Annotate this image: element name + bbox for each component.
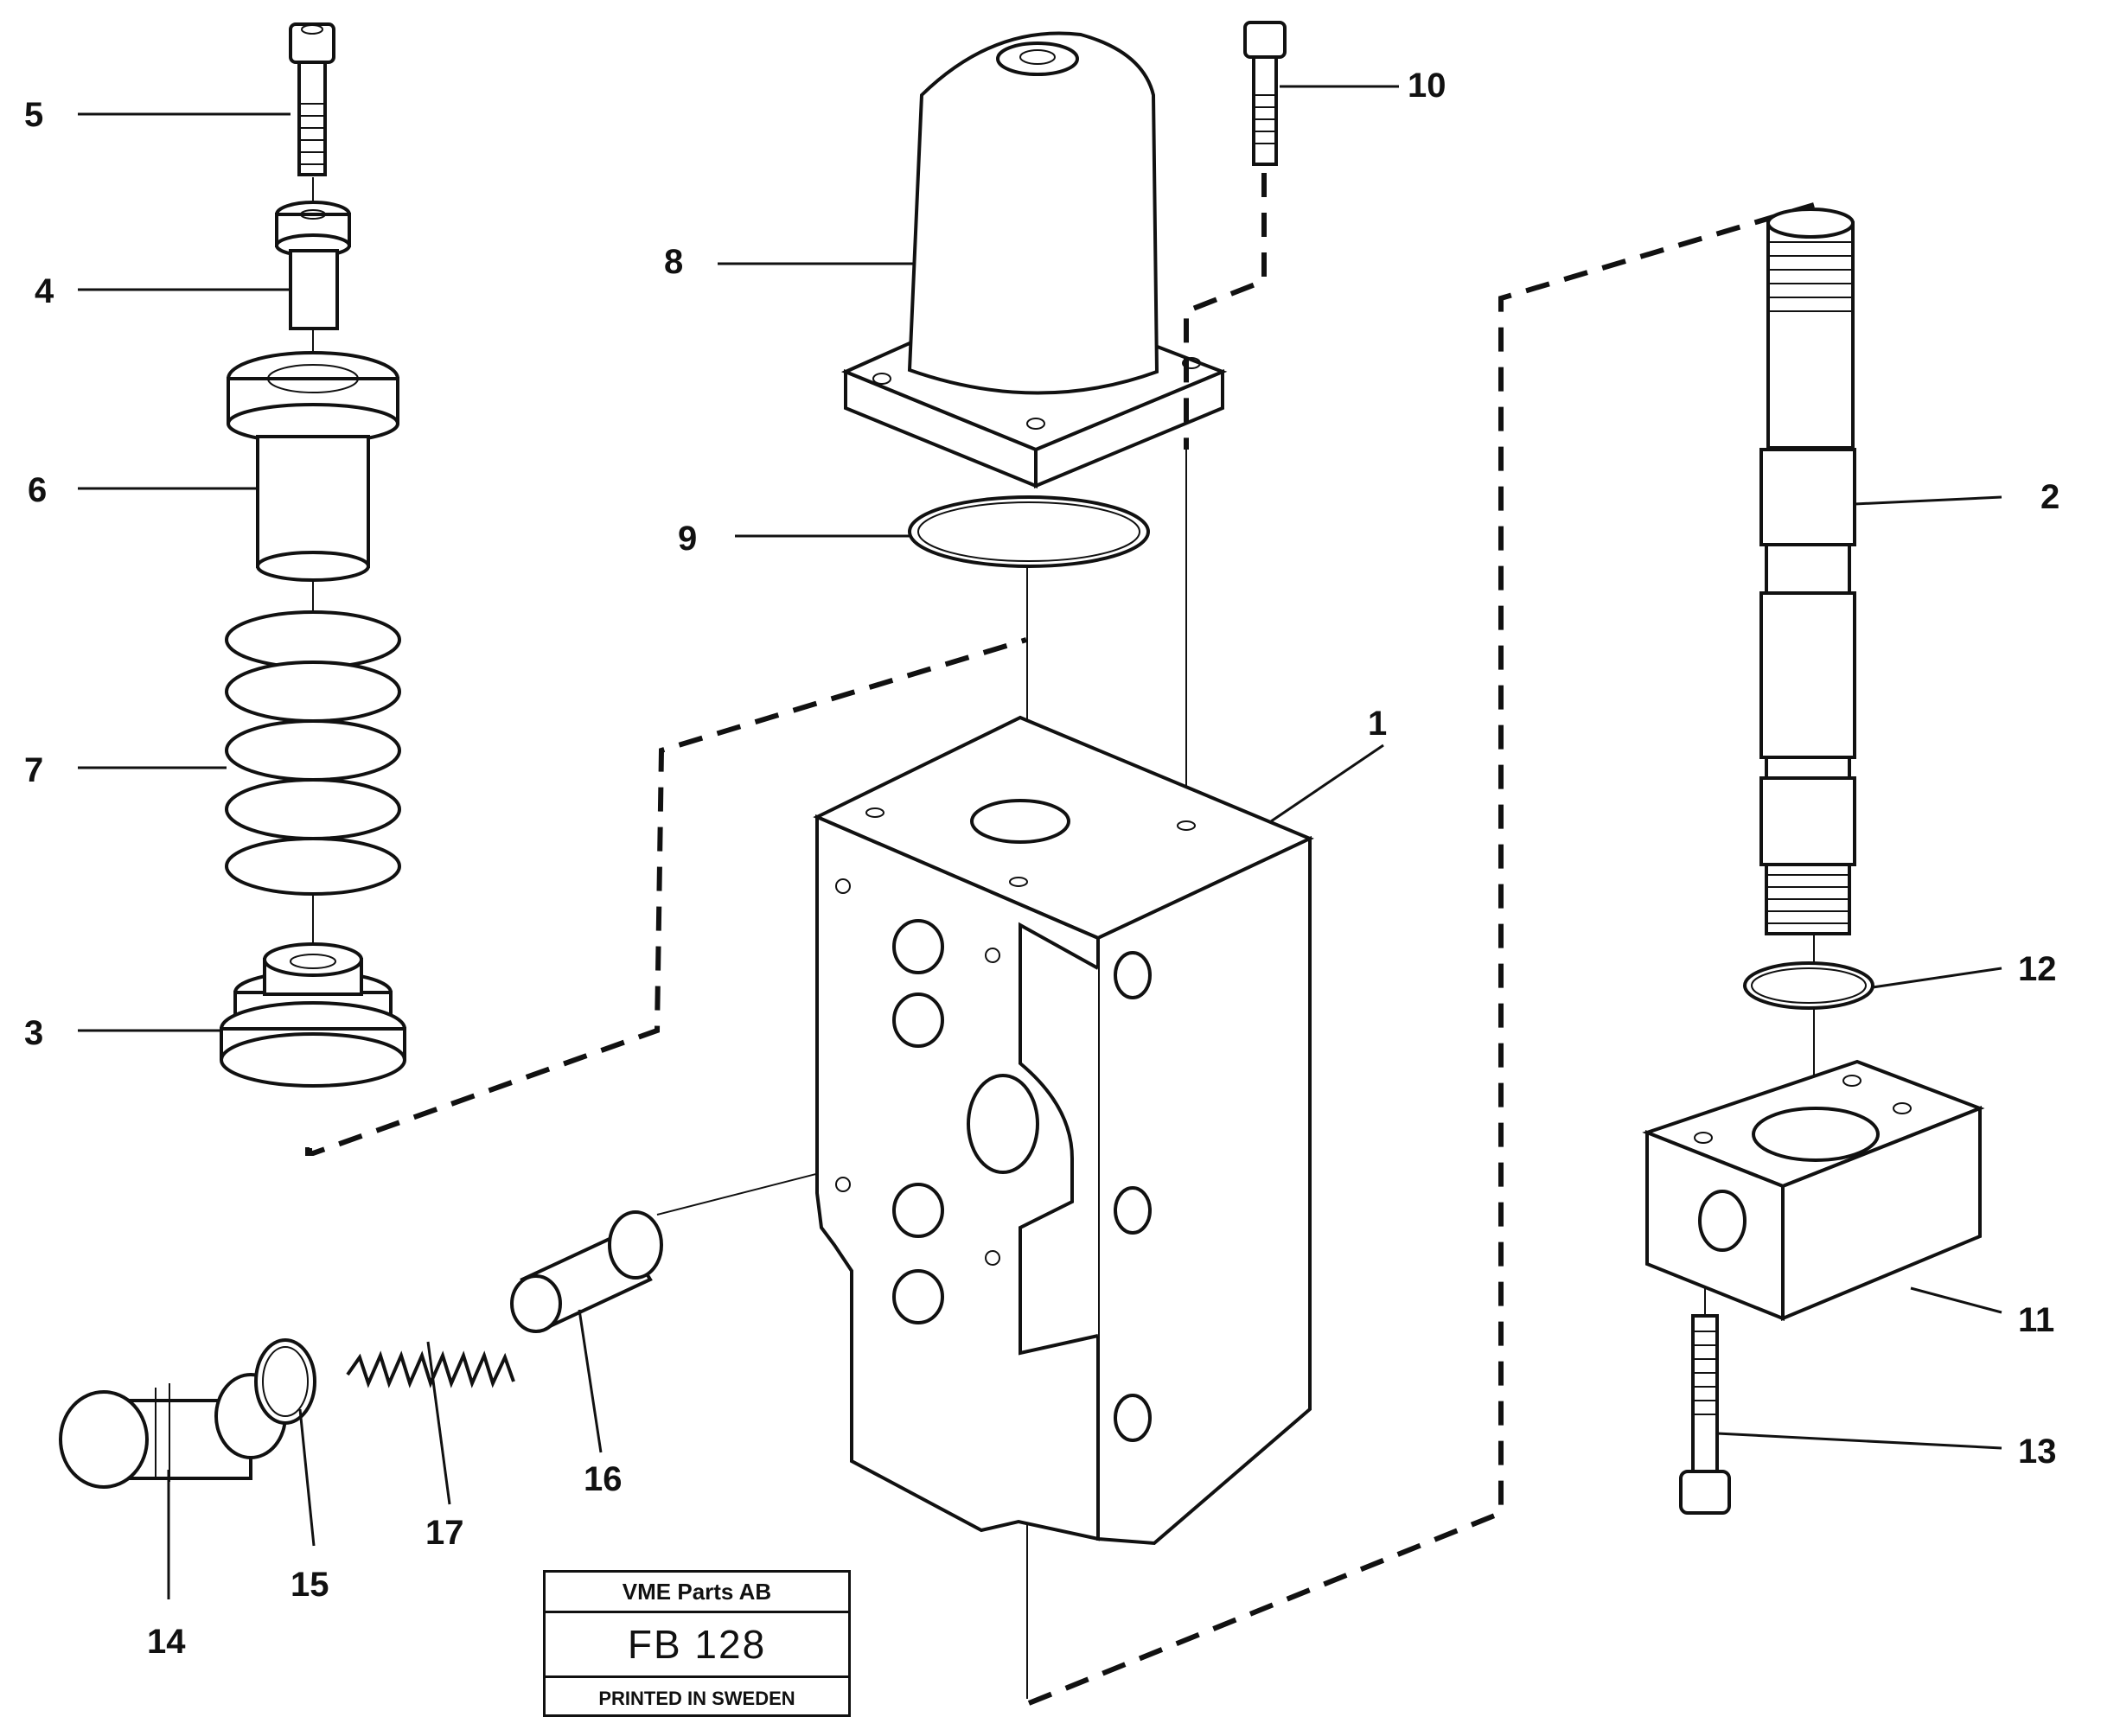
callout-11: 11 bbox=[2018, 1301, 2054, 1339]
title-block-code: FB 128 bbox=[546, 1613, 848, 1678]
callout-16: 16 bbox=[584, 1460, 623, 1498]
title-block-printed: PRINTED IN SWEDEN bbox=[598, 1688, 795, 1709]
assembly-guide-left bbox=[305, 637, 1027, 1156]
o-ring-part-15 bbox=[254, 1338, 316, 1425]
callout-15: 15 bbox=[291, 1566, 329, 1604]
callout-1: 1 bbox=[1368, 705, 1387, 743]
spring-cup-part-6 bbox=[227, 351, 399, 582]
callout-13: 13 bbox=[2018, 1433, 2057, 1471]
screw-part-10 bbox=[1184, 21, 1287, 450]
title-block: VME Parts AB FB 128 PRINTED IN SWEDEN bbox=[543, 1570, 851, 1717]
title-block-company: VME Parts AB bbox=[546, 1573, 848, 1613]
o-ring-part-12 bbox=[1743, 961, 1874, 1010]
callout-4: 4 bbox=[35, 272, 54, 310]
spring-part-17 bbox=[346, 1350, 515, 1388]
coil-spring-part-7 bbox=[225, 610, 401, 896]
spool-part-2 bbox=[1759, 207, 1856, 935]
callout-5: 5 bbox=[24, 96, 43, 134]
screw-part-5 bbox=[289, 22, 335, 176]
callout-14: 14 bbox=[147, 1623, 186, 1661]
callout-8: 8 bbox=[664, 243, 683, 281]
screw-part-13 bbox=[1679, 1314, 1731, 1515]
callout-17: 17 bbox=[425, 1514, 464, 1552]
sleeve-part-4 bbox=[275, 201, 351, 330]
cover-block-part-11 bbox=[1642, 1059, 1985, 1321]
callout-9: 9 bbox=[678, 520, 697, 558]
callout-6: 6 bbox=[28, 471, 47, 509]
plug-part-14 bbox=[59, 1373, 287, 1489]
solenoid-part-8 bbox=[840, 31, 1228, 488]
o-ring-part-9 bbox=[908, 495, 1150, 568]
valve-body-part-1 bbox=[813, 715, 1314, 1546]
callout-7: 7 bbox=[24, 751, 43, 789]
callout-12: 12 bbox=[2018, 950, 2057, 988]
leader-lines bbox=[78, 85, 2002, 1599]
sleeve-part-16 bbox=[510, 1210, 663, 1333]
callout-10: 10 bbox=[1408, 67, 1446, 105]
assembly-guide-right bbox=[1027, 202, 1815, 1706]
spring-seat-part-3 bbox=[220, 942, 406, 1088]
callout-2: 2 bbox=[2040, 478, 2059, 516]
callout-3: 3 bbox=[24, 1014, 43, 1052]
